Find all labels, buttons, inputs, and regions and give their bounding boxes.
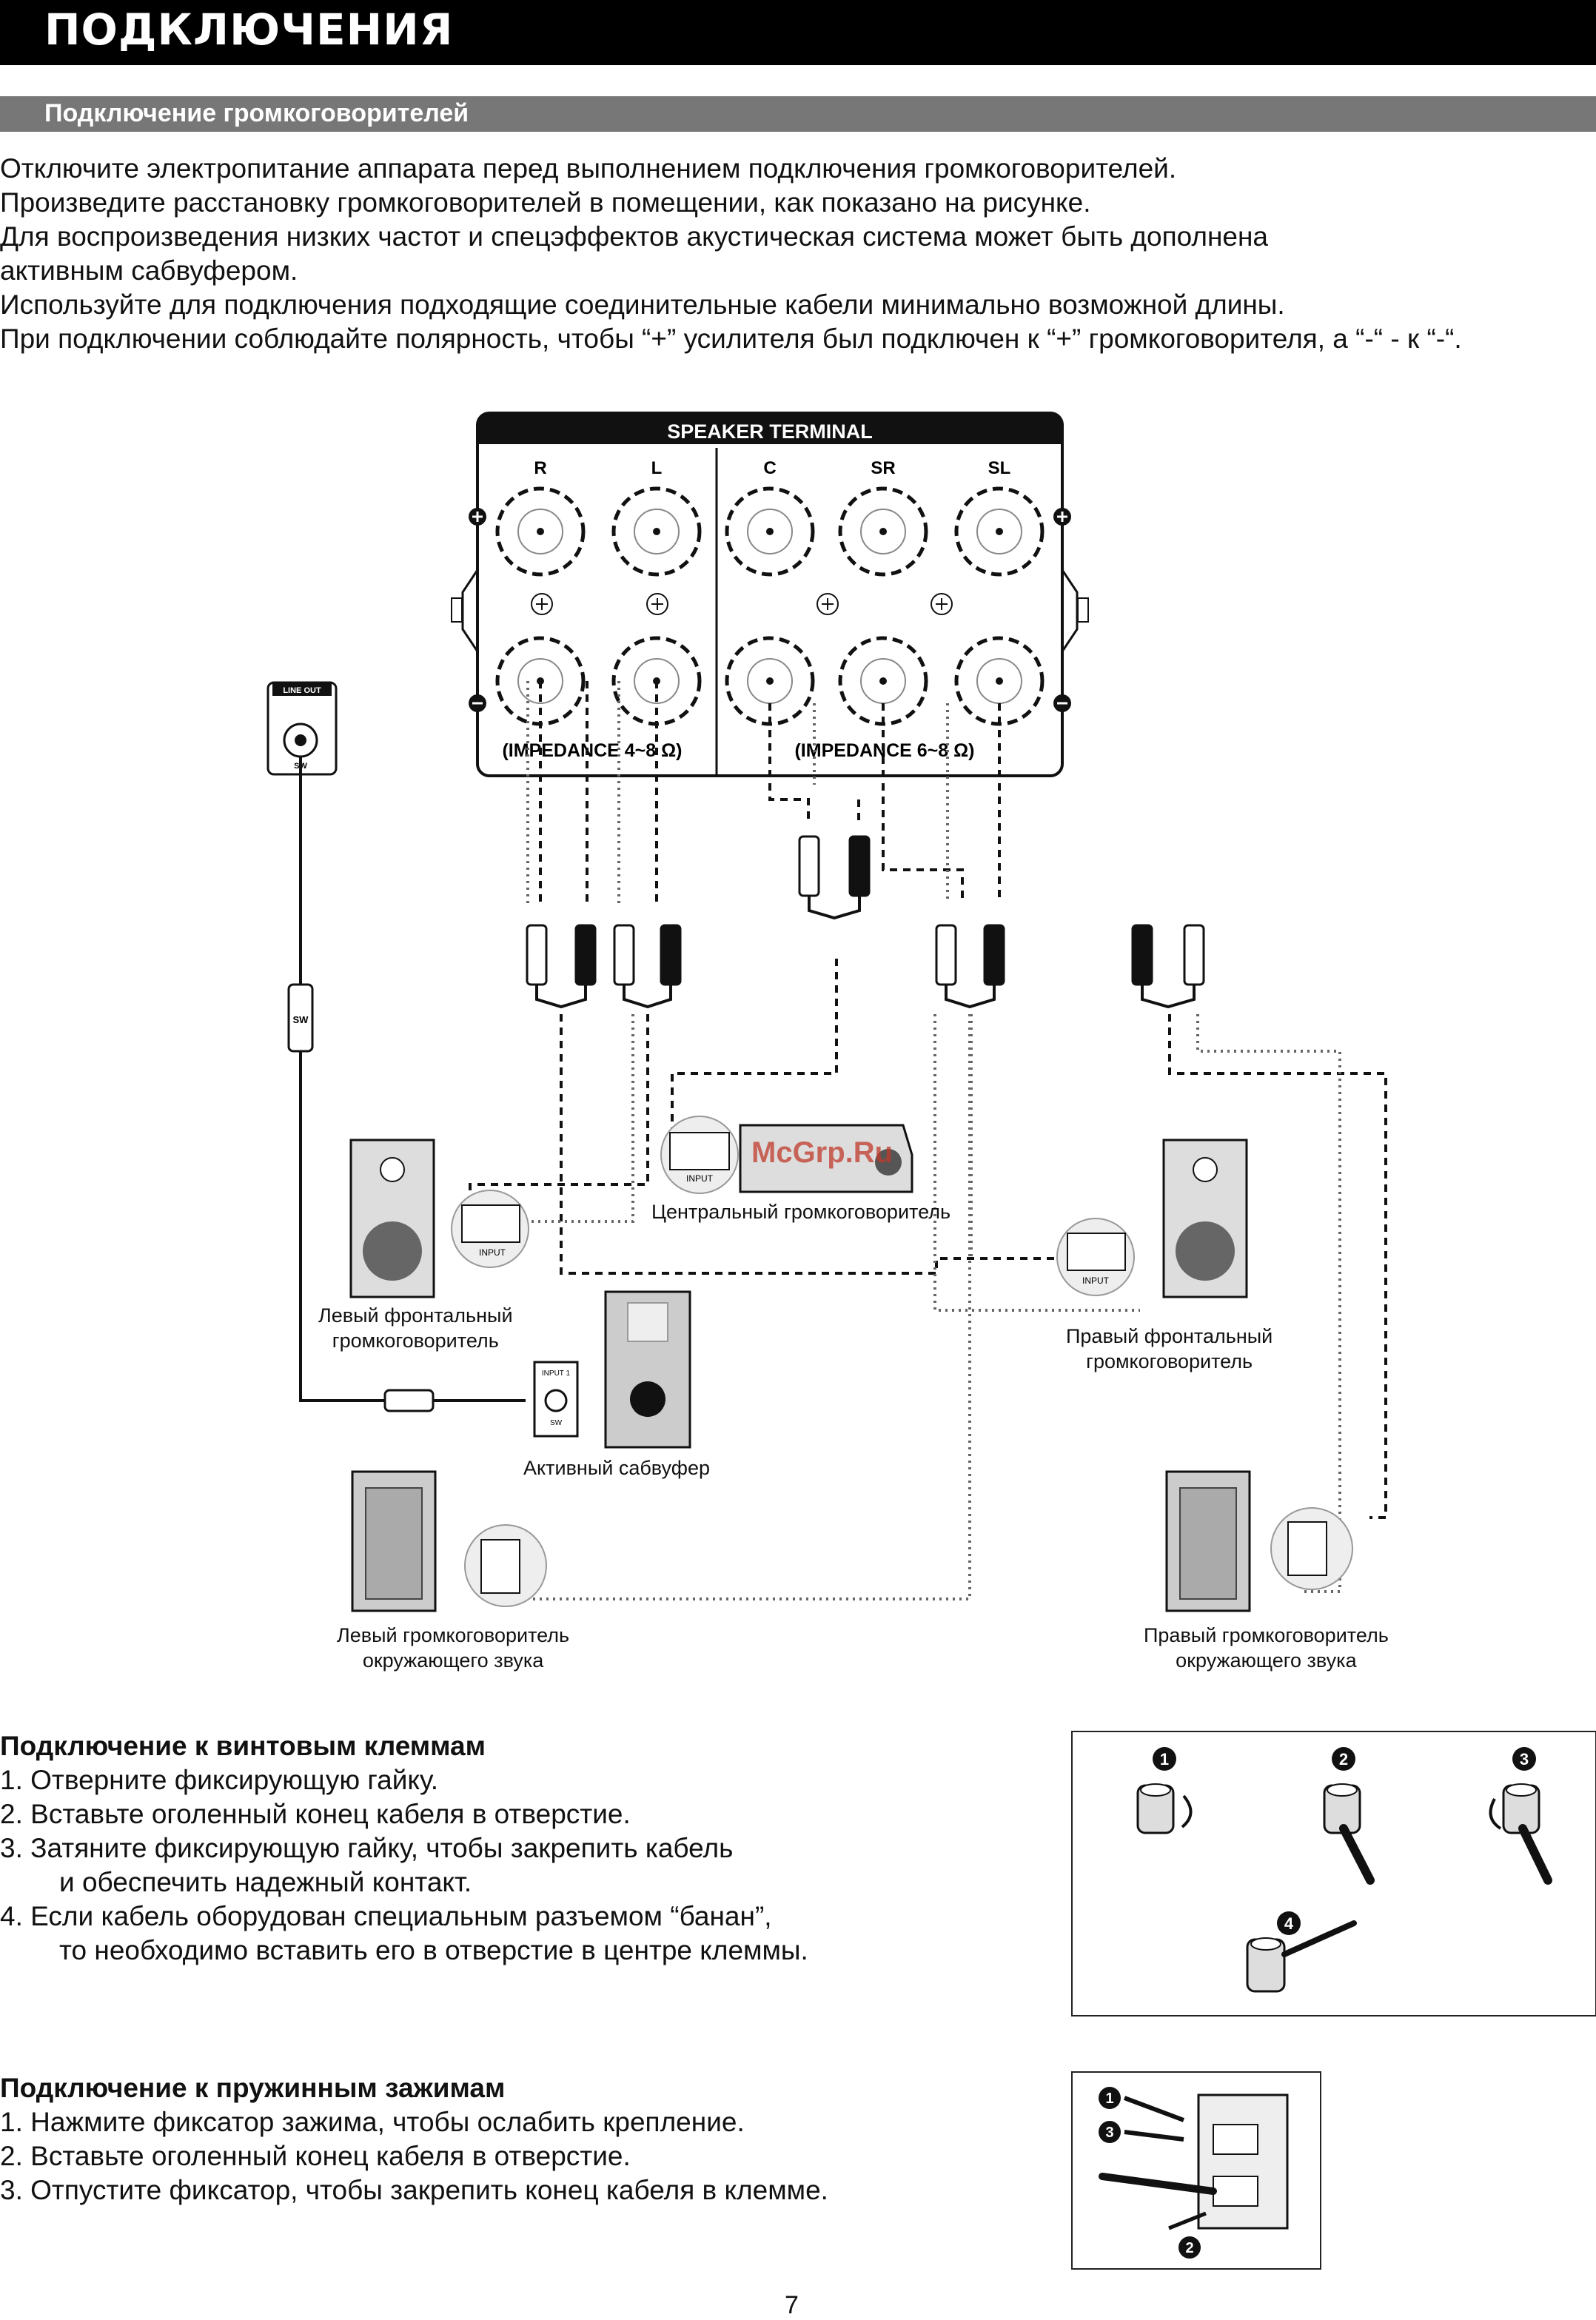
watermark: McGrp.Ru: [751, 1136, 893, 1169]
caption-center-line: Центральный громкоговоритель: [651, 1201, 951, 1223]
intro-line: Отключите электропитание аппарата перед …: [0, 153, 1177, 184]
page-title: ПОДКЛЮЧЕНИЯ: [44, 4, 454, 55]
screw-step: 4. Если кабель оборудован специальным ра…: [0, 1901, 772, 1931]
screw-terminal-instructions: Подключение к винтовым клеммам 1. Отверн…: [0, 1729, 808, 1968]
left-front-input-label: INPUT: [479, 1247, 506, 1258]
screw-step: и обеспечить надежный контакт.: [59, 1867, 472, 1897]
rca-plug-sw-label: SW: [293, 1014, 309, 1025]
caption-line: Левый фронтальный: [318, 1304, 513, 1327]
spring-step: 3. Отпустите фиксатор, чтобы закрепить к…: [0, 2175, 828, 2205]
channel-label-sr: SR: [871, 458, 895, 478]
subwoofer-sw-label: SW: [550, 1419, 563, 1427]
terminal-title: SPEAKER TERMINAL: [667, 420, 873, 443]
screw-marker-3: 3: [1520, 1750, 1529, 1769]
intro-line: Для воспроизведения низких частот и спец…: [0, 221, 1269, 252]
caption-front-right: Правый фронтальный громкоговоритель: [1066, 1324, 1273, 1374]
caption-surround-right: Правый громкоговоритель окружающего звук…: [1144, 1623, 1389, 1673]
caption-front-left: Левый фронтальный громкоговоритель: [318, 1303, 513, 1353]
screw-terminal-title: Подключение к винтовым клеммам: [0, 1731, 486, 1761]
screw-step: то необходимо вставить его в отверстие в…: [59, 1935, 808, 1965]
line-out-label: LINE OUT: [283, 686, 321, 695]
spring-step: 1. Нажмите фиксатор зажима, чтобы ослаби…: [0, 2107, 745, 2137]
screw-terminal-figure: 1 2 3 4: [1071, 1731, 1596, 2016]
screw-step: 1. Отверните фиксирующую гайку.: [0, 1765, 439, 1795]
right-front-input-label: INPUT: [1082, 1275, 1110, 1286]
spring-marker-2: 2: [1185, 2240, 1193, 2256]
spring-marker-3: 3: [1105, 2125, 1113, 2141]
caption-center: Центральный громкоговоритель: [651, 1199, 950, 1224]
channel-label-sl: SL: [988, 458, 1011, 478]
screw-marker-1: 1: [1160, 1750, 1169, 1769]
caption-line: окружающего звука: [1176, 1649, 1357, 1672]
connection-diagram: SPEAKER TERMINAL R L C SR SL: [266, 412, 1387, 1612]
section-header: Подключение громкоговорителей: [0, 96, 1596, 132]
caption-subwoofer: Активный сабвуфер: [523, 1455, 710, 1481]
page-number: 7: [785, 2291, 799, 2319]
intro-line: При подключении соблюдайте полярность, ч…: [0, 323, 1462, 354]
screw-step: 2. Вставьте оголенный конец кабеля в отв…: [0, 1799, 631, 1829]
left-front-speaker: INPUT: [349, 1139, 529, 1298]
page-header: ПОДКЛЮЧЕНИЯ: [0, 0, 1596, 65]
caption-line: окружающего звука: [362, 1649, 544, 1672]
spring-step: 2. Вставьте оголенный конец кабеля в отв…: [0, 2141, 631, 2171]
intro-line: Произведите расстановку громкоговорителе…: [0, 187, 1091, 218]
section-title: Подключение громкоговорителей: [44, 99, 469, 127]
impedance-label-left: (IMPEDANCE 4~8 Ω): [502, 740, 682, 761]
caption-line: Активный сабвуфер: [523, 1457, 710, 1479]
center-input-label: INPUT: [686, 1173, 714, 1184]
left-surround-speaker: [351, 1470, 547, 1612]
subwoofer-input-label: INPUT 1: [542, 1369, 571, 1378]
channel-label-c: C: [763, 458, 776, 478]
intro-line: активным сабвуфером.: [0, 255, 298, 286]
spring-marker-1: 1: [1105, 2091, 1113, 2107]
subwoofer: INPUT 1 SW: [533, 1290, 691, 1449]
screw-marker-2: 2: [1339, 1750, 1348, 1769]
spring-clip-instructions: Подключение к пружинным зажимам 1. Нажми…: [0, 2071, 828, 2207]
caption-line: громкоговоритель: [1086, 1350, 1253, 1372]
right-front-speaker: INPUT: [1056, 1139, 1248, 1298]
banana-plugs: [526, 835, 1205, 986]
caption-line: Правый громкоговоритель: [1144, 1624, 1389, 1646]
intro-text: Отключите электропитание аппарата перед …: [0, 152, 1592, 356]
center-speaker: INPUT: [660, 1116, 913, 1194]
spring-clip-figure: 1 3 2: [1071, 2071, 1321, 2270]
caption-line: громкоговоритель: [332, 1330, 499, 1352]
caption-line: Правый фронтальный: [1066, 1325, 1273, 1347]
spring-clip-title: Подключение к пружинным зажимам: [0, 2073, 506, 2103]
screw-marker-4: 4: [1284, 1914, 1294, 1933]
rca-plug: SW: [287, 983, 435, 1412]
caption-surround-left: Левый громкоговоритель окружающего звука: [337, 1623, 569, 1673]
caption-line: Левый громкоговоритель: [337, 1624, 570, 1646]
intro-line: Используйте для подключения подходящие с…: [0, 289, 1285, 320]
channel-label-r: R: [534, 458, 546, 478]
screw-step: 3. Затяните фиксирующую гайку, чтобы зак…: [0, 1833, 734, 1863]
channel-label-l: L: [651, 458, 663, 478]
right-surround-speaker: [1165, 1470, 1353, 1612]
